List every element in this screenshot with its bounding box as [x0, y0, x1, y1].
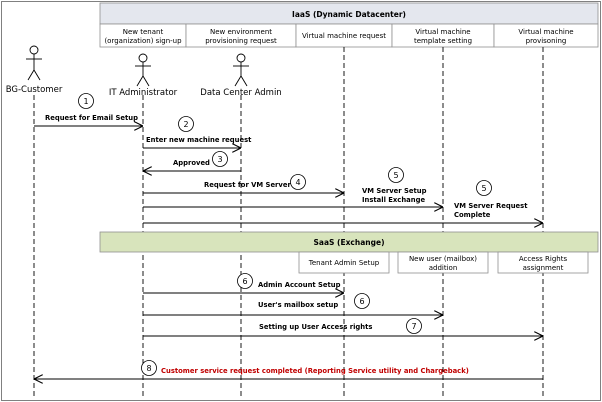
- step-6a-number: 6: [242, 277, 247, 286]
- message-7-label: Setting up User Access rights: [259, 323, 372, 331]
- saas-column-tenant-admin: [298, 251, 390, 274]
- step-6a-circle: [237, 273, 253, 289]
- actor-label-it-administrator: IT Administrator: [109, 88, 178, 98]
- actor-label-bg-customer: BG-Customer: [6, 85, 63, 95]
- step-5b-circle: [476, 180, 492, 196]
- message-5a-label-line1: VM Server Setup: [362, 187, 427, 195]
- step-3-number: 3: [217, 155, 222, 164]
- message-2-label: Enter new machine request: [146, 136, 252, 144]
- iaas-columns: New tenant (organization) sign-up New en…: [99, 23, 599, 48]
- step-markers: [78, 93, 492, 376]
- message-3-label: Approved: [173, 159, 210, 167]
- iaas-column-tenant-signup-line2: (organization) sign-up: [104, 37, 182, 45]
- actor-data-center-admin: [233, 53, 249, 87]
- lifelines: [33, 47, 544, 398]
- step-1-circle: [78, 93, 94, 109]
- iaas-column-vm-template-line1: Virtual machine: [415, 28, 470, 36]
- step-3-circle: [212, 151, 228, 167]
- message-6a-label: Admin Account Setup: [258, 281, 341, 289]
- message-6b-label: User's mailbox setup: [258, 301, 338, 309]
- step-1-number: 1: [83, 97, 88, 106]
- message-5b-label-line2: Complete: [454, 211, 491, 219]
- step-numbers: 1 2 3 4 5 5 6 6 7 8: [83, 97, 486, 373]
- step-5a-number: 5: [393, 171, 398, 180]
- saas-column-access-rights: [497, 251, 589, 274]
- saas-columns: Tenant Admin Setup New user (mailbox) ad…: [298, 251, 589, 274]
- message-4-label: Request for VM Server: [204, 181, 291, 189]
- actor-label-data-center-admin: Data Center Admin: [200, 88, 281, 98]
- saas-column-access-rights-line1: Access Rights: [519, 255, 568, 263]
- message-5a-label-line2: Install Exchange: [362, 196, 425, 204]
- step-6b-circle: [354, 293, 370, 309]
- message-labels: Request for Email Setup Enter new machin…: [45, 114, 528, 375]
- iaas-column-vm-provisioning: [493, 23, 599, 48]
- step-8-circle: [141, 360, 157, 376]
- messages: [34, 126, 543, 379]
- actor-bg-customer: [26, 45, 42, 81]
- iaas-column-vm-template-line2: template setting: [414, 37, 472, 45]
- step-5a-circle: [388, 167, 404, 183]
- step-4-circle: [290, 174, 306, 190]
- saas-column-new-user-line2: addition: [429, 264, 458, 272]
- message-5b-label-line1: VM Server Request: [454, 202, 528, 210]
- iaas-column-vm-provisioning-line2: provisoning: [526, 37, 567, 45]
- step-8-number: 8: [146, 364, 151, 373]
- iaas-column-vm-provisioning-line1: Virtual machine: [518, 28, 573, 36]
- saas-column-tenant-admin-line1: Tenant Admin Setup: [308, 259, 380, 267]
- saas-column-access-rights-line2: assignment: [523, 264, 564, 272]
- step-5b-number: 5: [481, 184, 486, 193]
- step-4-number: 4: [295, 178, 300, 187]
- step-2-number: 2: [183, 120, 188, 129]
- saas-column-new-user-line1: New user (mailbox): [409, 255, 477, 263]
- step-6b-number: 6: [359, 297, 364, 306]
- actor-it-administrator: [135, 53, 151, 87]
- step-7-number: 7: [411, 322, 416, 331]
- message-1-label: Request for Email Setup: [45, 114, 138, 122]
- iaas-column-tenant-signup-line1: New tenant: [123, 28, 164, 36]
- iaas-column-environment-request-line1: New environment: [210, 28, 272, 36]
- saas-column-new-user: [397, 251, 489, 274]
- message-8-label: Customer service request completed (Repo…: [161, 367, 469, 375]
- iaas-title: IaaS (Dynamic Datacenter): [292, 10, 406, 19]
- iaas-column-environment-request-line2: provisioning request: [205, 37, 277, 45]
- iaas-column-vm-request-line1: Virtual machine request: [302, 32, 386, 40]
- saas-title: SaaS (Exchange): [314, 238, 385, 247]
- saas-header: SaaS (Exchange): [99, 231, 599, 253]
- iaas-header: IaaS (Dynamic Datacenter): [99, 2, 599, 25]
- step-2-circle: [178, 116, 194, 132]
- step-7-circle: [406, 318, 422, 334]
